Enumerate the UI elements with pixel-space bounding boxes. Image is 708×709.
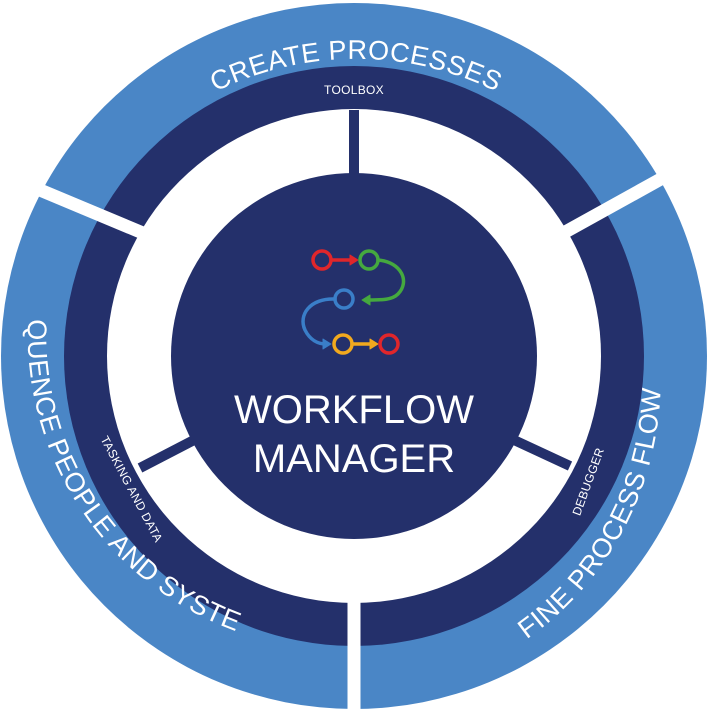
outer-segment-dividers <box>37 169 672 709</box>
inner-segment-dividers <box>137 110 573 473</box>
center-title-line1: WORKFLOW <box>234 388 474 432</box>
workflow-icon <box>301 249 406 355</box>
center-title-line2: MANAGER <box>253 437 455 481</box>
inner-label-toolbox: TOOLBOX <box>324 83 384 97</box>
center-disc <box>171 173 537 539</box>
